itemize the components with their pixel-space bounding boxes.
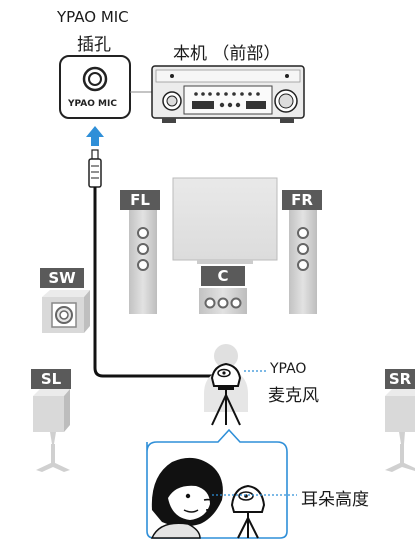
mic-jack-subtitle: 插孔 xyxy=(77,35,111,55)
receiver-front-label: 本机 （前部） xyxy=(173,44,281,64)
jack-panel-text: YPAO MIC xyxy=(68,99,117,109)
ypao-mic-jack-panel xyxy=(59,55,131,119)
connect-arrow-icon xyxy=(86,126,104,146)
speaker-badge-sr: SR xyxy=(385,369,415,389)
mic-cable xyxy=(93,187,215,378)
center-speaker-icon xyxy=(199,288,247,314)
ear-height-label: 耳朵高度 xyxy=(301,490,369,510)
ear-height-detail xyxy=(146,428,297,539)
detail-microphone-icon xyxy=(230,484,266,539)
mic-jack-title: YPAO MIC xyxy=(57,8,129,26)
speaker-badge-sw: SW xyxy=(40,268,84,288)
surround-left-speaker-icon xyxy=(33,389,70,472)
av-receiver-front xyxy=(151,65,305,123)
mic-callout-label: YPAO xyxy=(270,361,307,377)
subwoofer-icon xyxy=(42,290,90,333)
mic-plug-icon xyxy=(88,149,102,188)
speaker-badge-fl: FL xyxy=(120,190,160,210)
front-left-speaker-icon xyxy=(129,210,157,314)
surround-right-speaker-icon xyxy=(385,389,415,472)
speaker-badge-sl: SL xyxy=(31,369,71,389)
ypao-microphone-icon xyxy=(210,362,242,426)
speaker-badge-fr: FR xyxy=(282,190,322,210)
front-right-speaker-icon xyxy=(289,210,317,314)
tv-screen xyxy=(172,177,278,264)
volume-knob-icon xyxy=(274,89,298,113)
listener-head-icon xyxy=(150,457,223,539)
mic-jack-socket-icon xyxy=(82,66,108,92)
speaker-badge-c: C xyxy=(201,266,245,286)
mic-callout-sublabel: 麦克风 xyxy=(268,386,319,406)
input-knob-icon xyxy=(162,91,182,111)
